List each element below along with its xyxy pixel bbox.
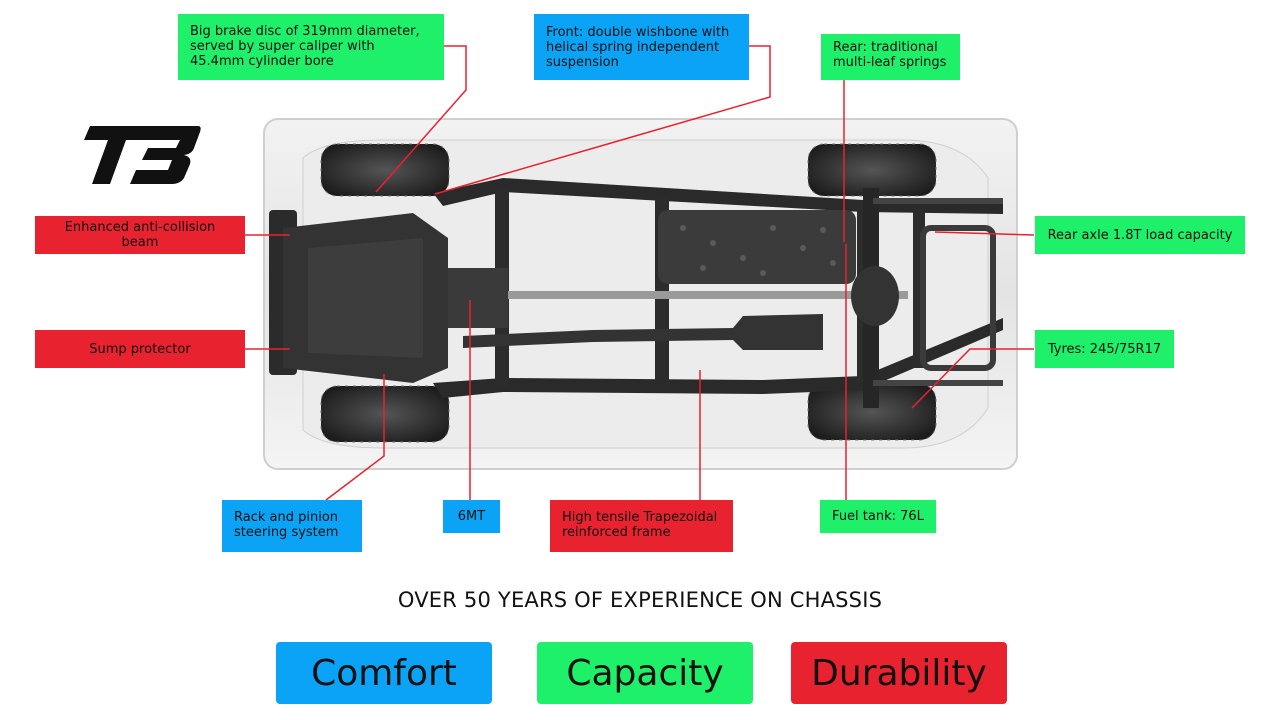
callout-front-suspension: Front: double wishbone with helical spri… xyxy=(534,14,749,80)
leader-steering xyxy=(325,374,385,501)
callout-rear-axle: Rear axle 1.8T load capacity xyxy=(1035,216,1245,254)
callout-steering: Rack and pinion steering system xyxy=(222,500,362,552)
callout-sump-protector: Sump protector xyxy=(35,330,245,368)
headline: OVER 50 YEARS OF EXPERIENCE ON CHASSIS xyxy=(397,588,883,612)
leader-front-suspension xyxy=(434,45,771,195)
t8-brand-logo xyxy=(84,126,201,184)
callout-anti-collision-beam: Enhanced anti-collision beam xyxy=(35,216,245,254)
callout-frame: High tensile Trapezoidal reinforced fram… xyxy=(550,500,733,552)
wheel xyxy=(320,385,450,443)
pillar-capacity: Capacity xyxy=(537,642,753,704)
callout-tyres: Tyres: 245/75R17 xyxy=(1035,330,1174,368)
leader-rear-axle xyxy=(934,231,1035,236)
exhaust xyxy=(463,314,823,350)
callout-transmission: 6MT xyxy=(443,500,500,533)
leader-tyres xyxy=(911,348,1034,409)
callout-brake-disc: Big brake disc of 319mm diameter, served… xyxy=(178,14,444,80)
pillar-comfort: Comfort xyxy=(276,642,492,704)
chassis-underside-illustration xyxy=(263,118,1018,470)
leader-brake xyxy=(375,45,467,193)
wheel xyxy=(807,143,937,197)
callout-rear-springs: Rear: traditional multi-leaf springs xyxy=(821,34,960,80)
gearbox xyxy=(448,268,508,328)
wheel xyxy=(320,143,450,197)
fuel-tank xyxy=(658,210,856,284)
driveshaft xyxy=(508,291,908,299)
callout-fuel-tank: Fuel tank: 76L xyxy=(820,500,936,533)
pillar-durability: Durability xyxy=(791,642,1007,704)
